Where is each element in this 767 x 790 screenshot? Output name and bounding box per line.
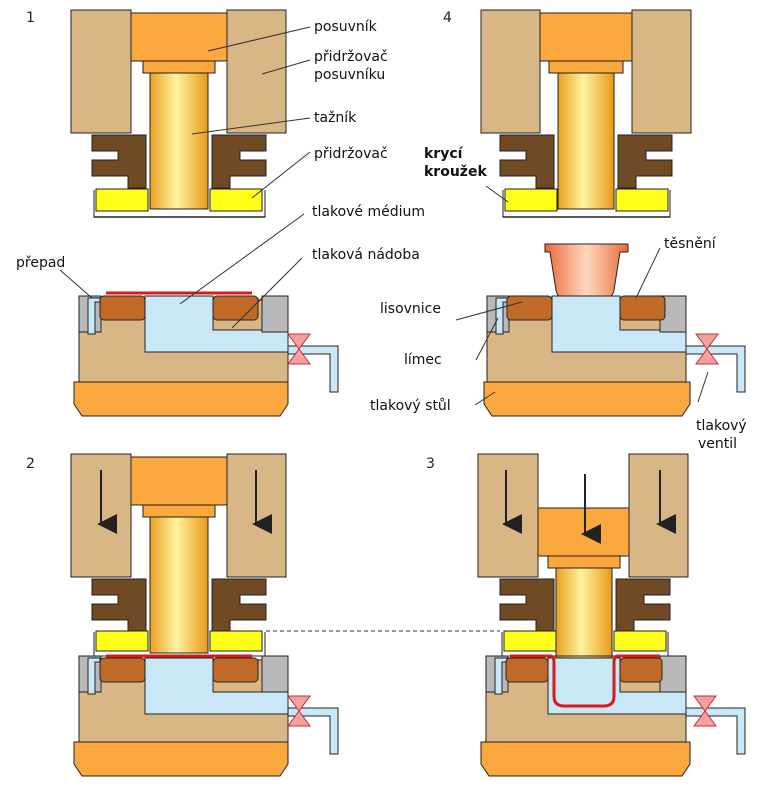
slider-flange	[142, 60, 216, 74]
cover-ring-right	[613, 630, 667, 652]
cover-ring-left	[503, 630, 557, 652]
slider-holder-left	[480, 9, 541, 134]
slider-holder-left	[477, 453, 539, 578]
formed-sheet	[510, 654, 660, 708]
slider-flange	[547, 555, 621, 569]
die-left	[99, 295, 146, 321]
overflow-collar-right	[659, 655, 687, 693]
cover-ring-left	[95, 188, 149, 212]
label-taznik: tažník	[314, 110, 357, 126]
label-lisovnice: lisovnice	[380, 301, 441, 317]
step-number: 2	[26, 456, 35, 472]
step-3: 3	[426, 453, 746, 777]
die-left	[506, 295, 553, 321]
die-right	[619, 295, 666, 321]
formed-cup	[544, 243, 629, 299]
slider-holder-left	[70, 9, 132, 134]
label-tlakovy-ventil-line2: ventil	[698, 436, 737, 452]
blank-holder-left	[91, 134, 147, 189]
slider	[130, 12, 228, 62]
slider-flange	[142, 504, 216, 518]
die-left	[99, 657, 146, 683]
cover-ring-left	[95, 630, 149, 652]
die-right	[212, 295, 259, 321]
pressure-table	[480, 741, 691, 777]
cover-ring-left	[504, 188, 558, 212]
valve-icon	[693, 695, 717, 727]
label-kryci-krouzek-line1: krycí	[424, 146, 464, 162]
label-kryci-krouzek-line2: kroužek	[424, 164, 487, 180]
slider	[539, 12, 633, 62]
blank-holder-left	[91, 578, 147, 633]
blank-holder-left	[499, 578, 555, 633]
label-tlakova-nadoba: tlaková nádoba	[312, 247, 420, 263]
label-pridrzovac-posuvniku-line2: posuvníku	[314, 67, 385, 83]
overflow-channel	[87, 657, 101, 695]
blank-holder-right	[617, 134, 673, 189]
leader-lines	[59, 26, 709, 406]
slider-flange	[548, 60, 624, 74]
valve-pipe	[287, 345, 339, 393]
blank-holder-left	[499, 134, 555, 189]
blank-holder-right	[211, 134, 267, 189]
slider-holder-right	[628, 453, 689, 578]
cover-ring-right	[615, 188, 669, 212]
die-right	[212, 657, 259, 683]
slider	[130, 456, 228, 506]
die-right	[619, 657, 663, 683]
slider-holder-right	[631, 9, 692, 134]
cover-ring-right	[209, 188, 263, 212]
valve-pipe	[685, 345, 746, 393]
label-tlakove-medium: tlakové médium	[312, 204, 425, 220]
label-prepad: přepad	[16, 255, 65, 271]
pressure-table	[483, 381, 691, 417]
step-4: 4	[443, 9, 746, 417]
label-tlakovy-ventil-line1: tlakový	[696, 418, 747, 434]
punch	[557, 72, 615, 210]
overflow-channel	[494, 657, 508, 695]
pressure-table	[73, 741, 289, 777]
label-tesneni: těsnění	[664, 236, 717, 252]
cover-ring-frame	[501, 632, 669, 657]
step-2: 2	[26, 453, 339, 777]
slider	[537, 507, 630, 557]
step-number: 1	[26, 10, 35, 26]
step-number: 4	[443, 10, 452, 26]
blank-holder-right	[211, 578, 267, 633]
valve-icon	[287, 333, 311, 365]
valve-icon	[287, 695, 311, 727]
labels: posuvník přidržovač posuvníku tažník při…	[16, 19, 747, 452]
overflow-collar-right	[261, 655, 289, 693]
punch	[149, 516, 209, 654]
pressure-table	[73, 381, 289, 417]
blank-holder-right	[615, 578, 671, 633]
valve-pipe	[287, 707, 339, 755]
label-tlakovy-stul: tlakový stůl	[370, 398, 451, 414]
label-limec: límec	[404, 352, 442, 368]
step-number: 3	[426, 456, 435, 472]
step-1: 1	[26, 9, 339, 417]
overflow-collar-right	[261, 295, 289, 333]
cover-ring-right	[209, 630, 263, 652]
slider-holder-right	[226, 9, 287, 134]
valve-icon	[695, 333, 719, 365]
label-pridrzovac: přidržovač	[314, 146, 388, 162]
label-posuvnik: posuvník	[314, 19, 378, 35]
punch	[149, 72, 209, 210]
valve-pipe	[685, 707, 746, 755]
die-left	[505, 657, 549, 683]
label-pridrzovac-posuvniku-line1: přidržovač	[314, 49, 388, 65]
